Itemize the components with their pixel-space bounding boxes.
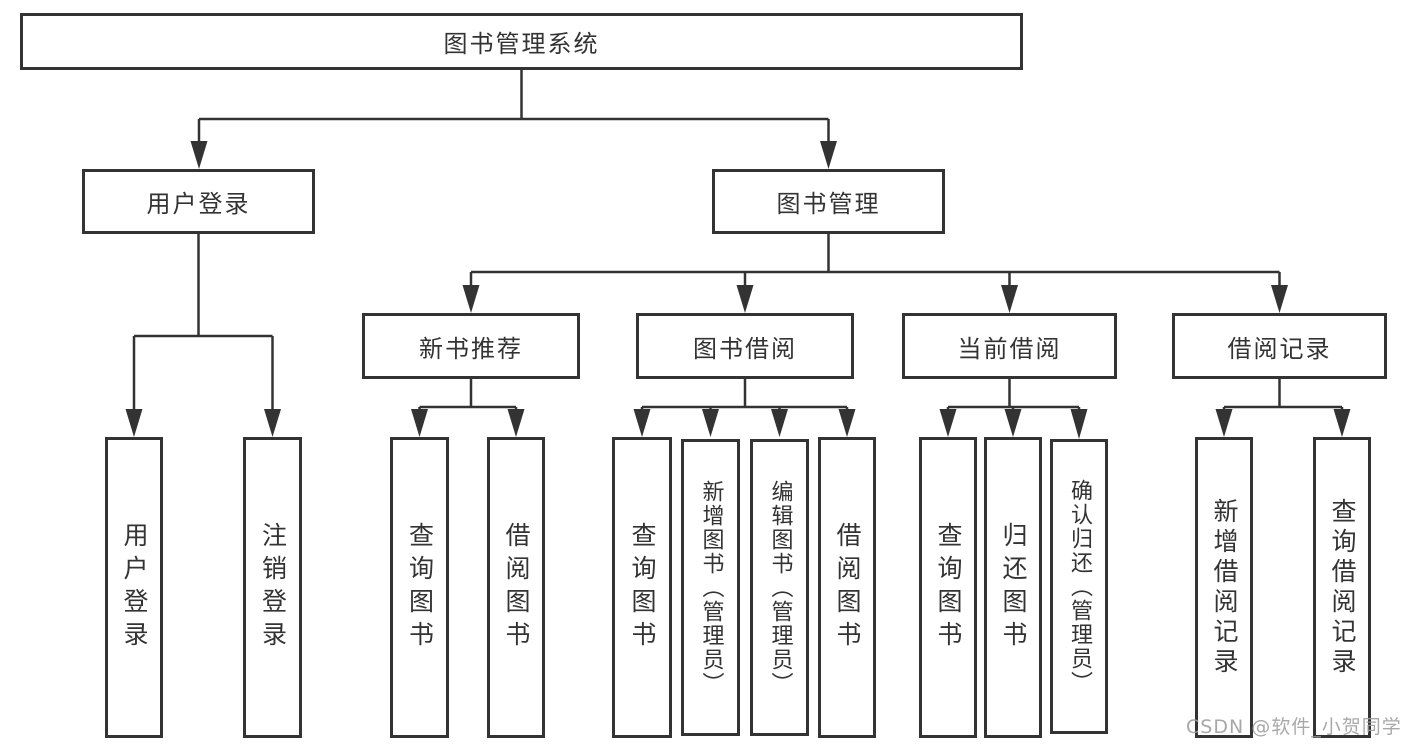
arrowheads	[125, 141, 1351, 439]
connector-current-borrow-branch	[946, 379, 1081, 411]
arrowhead	[702, 409, 719, 437]
leaf-query-books-current: 查询图书	[919, 437, 977, 738]
arrowhead	[1215, 409, 1233, 437]
leaf-user-login: 用户登录	[105, 437, 163, 738]
connector-new-book-branch	[418, 379, 518, 411]
leaf-query-books-recommend: 查询图书	[390, 437, 449, 738]
leaf-borrow-books-recommend: 借阅图书	[487, 437, 545, 738]
node-book-borrowing: 图书借阅	[636, 313, 854, 379]
connector-book-mgmt-branch	[469, 233, 1281, 287]
leaf-logout: 注销登录	[243, 437, 302, 738]
connector-user-login-branch	[132, 233, 274, 410]
connector-book-borrow-branch	[640, 379, 849, 411]
csdn-watermark: CSDN @软件_小贺同学	[1186, 716, 1402, 738]
leaf-confirm-return-admin: 确认归还（管理员）	[1050, 439, 1108, 734]
arrowhead	[820, 141, 837, 169]
node-borrowing-records: 借阅记录	[1172, 313, 1387, 379]
node-current-borrowing: 当前借阅	[902, 313, 1117, 379]
leaf-add-book-admin: 新增图书（管理员）	[681, 439, 740, 736]
arrowhead	[411, 409, 428, 437]
arrowhead	[462, 285, 480, 313]
leaf-add-borrow-record: 新增借阅记录	[1195, 437, 1253, 738]
arrowhead	[736, 285, 754, 313]
leaf-edit-book-admin: 编辑图书（管理员）	[750, 439, 809, 736]
arrowhead	[1333, 409, 1351, 437]
node-user-login: 用户登录	[82, 169, 315, 234]
leaf-query-books-borrowing: 查询图书	[612, 437, 672, 738]
arrowhead	[771, 409, 788, 437]
arrowhead	[1070, 409, 1088, 439]
node-library-management-system: 图书管理系统	[20, 13, 1023, 70]
arrowhead	[1271, 285, 1288, 313]
arrowhead	[838, 409, 856, 437]
connector-borrow-record-branch	[1222, 379, 1344, 411]
connector-root-to-level2	[197, 69, 830, 142]
leaf-borrow-books-borrowing: 借阅图书	[818, 437, 876, 738]
arrowhead	[633, 409, 651, 437]
arrowhead	[939, 409, 957, 437]
arrowhead	[1004, 409, 1022, 437]
arrowhead	[264, 409, 281, 437]
arrowhead	[190, 141, 208, 169]
arrowhead	[1001, 285, 1018, 313]
node-new-book-recommendation: 新书推荐	[362, 313, 580, 379]
leaf-return-book: 归还图书	[984, 437, 1042, 738]
leaf-query-borrow-record: 查询借阅记录	[1313, 437, 1371, 738]
node-book-management: 图书管理	[712, 169, 945, 234]
arrowhead	[507, 409, 525, 437]
arrowhead	[125, 409, 143, 437]
